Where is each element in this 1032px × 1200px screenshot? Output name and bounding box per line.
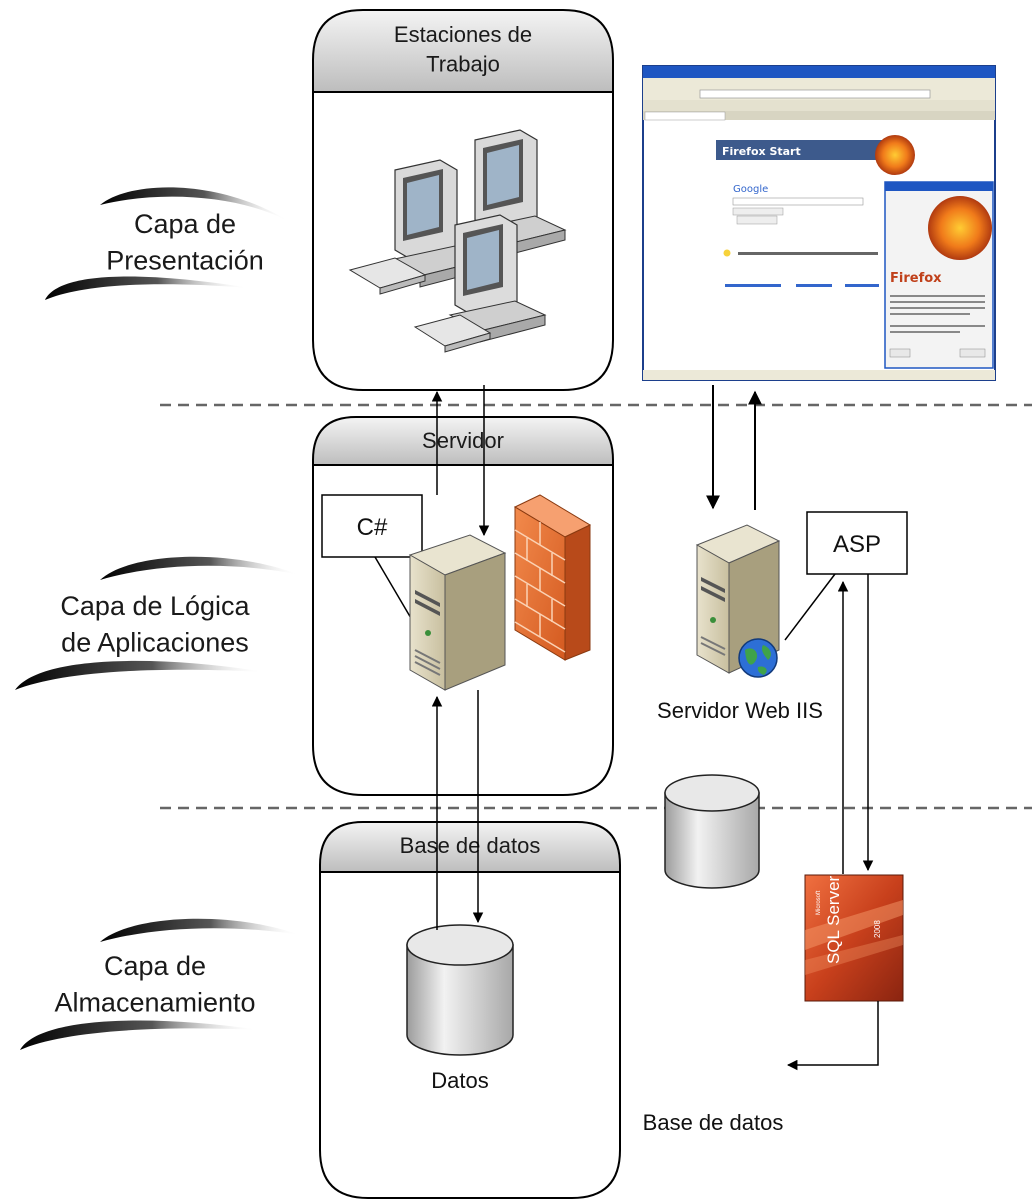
layer-label-logic: Capa de Lógica de Aplicaciones: [60, 591, 250, 657]
workstation-computers-icon: [348, 129, 567, 353]
text-line: Estaciones de: [394, 22, 532, 47]
sql-logo-line3: 2008: [873, 920, 882, 938]
web-database-label: Base de datos: [643, 1110, 784, 1135]
text-line: Capa de: [134, 209, 236, 239]
database-title: Base de datos: [400, 833, 541, 858]
layer-label-presentation: Capa de Presentación: [106, 209, 264, 275]
sql-logo-line2: SQL Server: [824, 875, 843, 964]
firefox-logo-icon: [875, 135, 915, 175]
swoosh-presentation-decoration: [45, 187, 290, 300]
web-server-label: Servidor Web IIS: [657, 698, 823, 723]
csharp-label: C#: [357, 514, 388, 541]
google-logo: Google: [733, 184, 768, 195]
workstations-tier: Estaciones de Trabajo: [312, 9, 614, 391]
web-database-icon: [664, 774, 760, 889]
firewall-icon: [513, 494, 592, 661]
text-line: Trabajo: [426, 52, 500, 77]
datos-label: Datos: [431, 1068, 488, 1093]
swoosh-logic-decoration: [15, 556, 300, 690]
server-title: Servidor: [422, 428, 504, 453]
web-server-icon: [695, 524, 781, 674]
server-tier: Servidor C#: [312, 416, 614, 796]
layer-label-storage: Capa de Almacenamiento: [54, 951, 255, 1017]
text-line: Capa de Lógica: [60, 591, 250, 621]
text-line: Presentación: [106, 245, 264, 275]
asp-label: ASP: [833, 531, 881, 558]
text-line: de Aplicaciones: [61, 627, 249, 657]
csharp-box: [321, 494, 423, 558]
firefox-dialog-title: Firefox: [890, 271, 942, 286]
firefox-browser-screenshot: Firefox Start Google Firefox: [642, 65, 996, 381]
asp-box: [806, 511, 908, 575]
sql-logo-line1: Microsoft: [816, 890, 822, 915]
globe-icon: [738, 638, 778, 678]
firefox-start-title: Firefox Start: [722, 145, 801, 158]
sql-server-2008-logo: Microsoft SQL Server 2008: [804, 874, 904, 1002]
text-line: Almacenamiento: [54, 987, 255, 1017]
application-server-icon: [408, 534, 507, 691]
text-line: Capa de: [104, 951, 206, 981]
workstations-title: Estaciones de Trabajo: [394, 22, 532, 77]
datos-database-icon: [406, 924, 514, 1056]
arrow-sql-to-database: [786, 1001, 879, 1071]
swoosh-storage-decoration: [20, 918, 300, 1050]
database-tier: Base de datos Datos: [319, 821, 621, 1199]
